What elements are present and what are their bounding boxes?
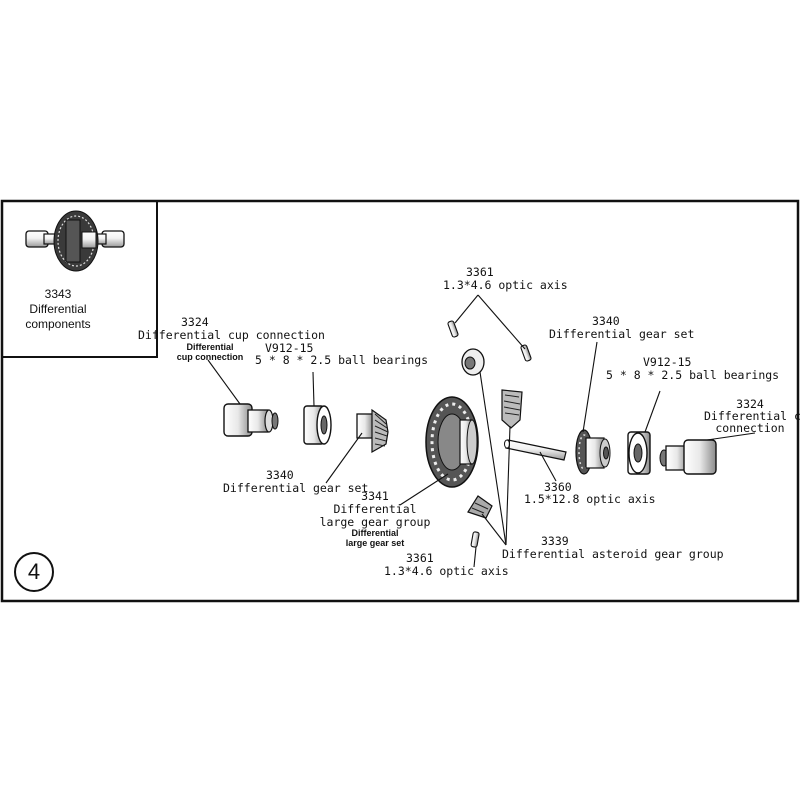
gear-set-left-illustration	[356, 408, 389, 454]
cup-right-name-line2: connection	[715, 421, 785, 435]
inset-part-number: 3343	[44, 287, 72, 301]
asteroid-gear-top-illustration	[461, 348, 485, 376]
large-gear-alt-line1: Differential	[351, 528, 399, 538]
large-gear-illustration	[425, 396, 479, 488]
large-gear-number: 3341	[361, 489, 389, 503]
bearing-right-number: V912-15	[643, 355, 692, 369]
axis-top-number: 3361	[466, 265, 494, 279]
gearset-left-name: Differential gear set	[223, 481, 369, 495]
axis-top-spec: 1.3*4.6 optic axis	[443, 278, 568, 292]
cup-left-name: Differential cup connection	[138, 328, 325, 342]
cup-left-alt-line2: cup connection	[176, 352, 244, 362]
bearing-left-spec: 5 * 8 * 2.5 ball bearings	[255, 353, 429, 367]
step-circle	[14, 552, 54, 592]
asteroid-number: 3339	[541, 534, 569, 548]
ball-bearing-left-illustration	[303, 405, 332, 445]
cup-connection-right-illustration	[659, 439, 717, 475]
inset-frame	[2, 201, 158, 358]
large-gear-label: 3341 Differential large gear group	[315, 490, 435, 529]
ball-bearing-right-illustration	[627, 431, 651, 475]
leader-lines	[207, 294, 756, 568]
large-gear-alt-label: Differential large gear set	[330, 528, 420, 548]
bearing-left-number: V912-15	[265, 341, 314, 355]
inset-name-line2: components	[25, 317, 91, 331]
diagram-frame	[0, 199, 800, 603]
asteroid-gear-bottom-illustration	[467, 495, 493, 519]
axis-long-spec: 1.5*12.8 optic axis	[524, 492, 656, 506]
cup-left-alt-line1: Differential	[186, 342, 234, 352]
axis-long-number: 3360	[544, 480, 572, 494]
optic-axis-bottom-illustration	[470, 531, 480, 548]
bearing-right-spec: 5 * 8 * 2.5 ball bearings	[606, 368, 780, 382]
cup-left-number: 3324	[181, 315, 209, 329]
large-gear-name-line1: Differential	[333, 502, 417, 516]
large-gear-name-line2: large gear group	[319, 515, 431, 529]
inset-label: 3343 Differential components	[14, 287, 102, 332]
asteroid-gear-middle-illustration	[501, 389, 523, 429]
cup-connection-left-illustration	[223, 403, 279, 437]
axis-bottom-number: 3361	[406, 551, 434, 565]
gearset-right-number: 3340	[592, 314, 620, 328]
gearset-left-number: 3340	[266, 468, 294, 482]
optic-axis-long-illustration	[504, 439, 567, 461]
step-number: 4	[27, 559, 41, 584]
cup-right-number: 3324	[736, 397, 764, 411]
gearset-right-name: Differential gear set	[549, 327, 695, 341]
inset-assembled-differential-illustration	[25, 210, 125, 272]
cup-left-alt-label: Differential cup connection	[160, 342, 260, 362]
gear-set-right-illustration	[575, 429, 611, 475]
axis-bottom-spec: 1.3*4.6 optic axis	[384, 564, 509, 578]
cup-right-label: 3324 Differential cup connection	[704, 397, 800, 435]
cup-right-name-line1: Differential cup	[704, 409, 800, 423]
optic-axis-top-illustration	[447, 320, 532, 362]
asteroid-name: Differential asteroid gear group	[502, 547, 724, 561]
inset-name-line1: Differential	[29, 302, 87, 316]
large-gear-alt-line2: large gear set	[345, 538, 405, 548]
